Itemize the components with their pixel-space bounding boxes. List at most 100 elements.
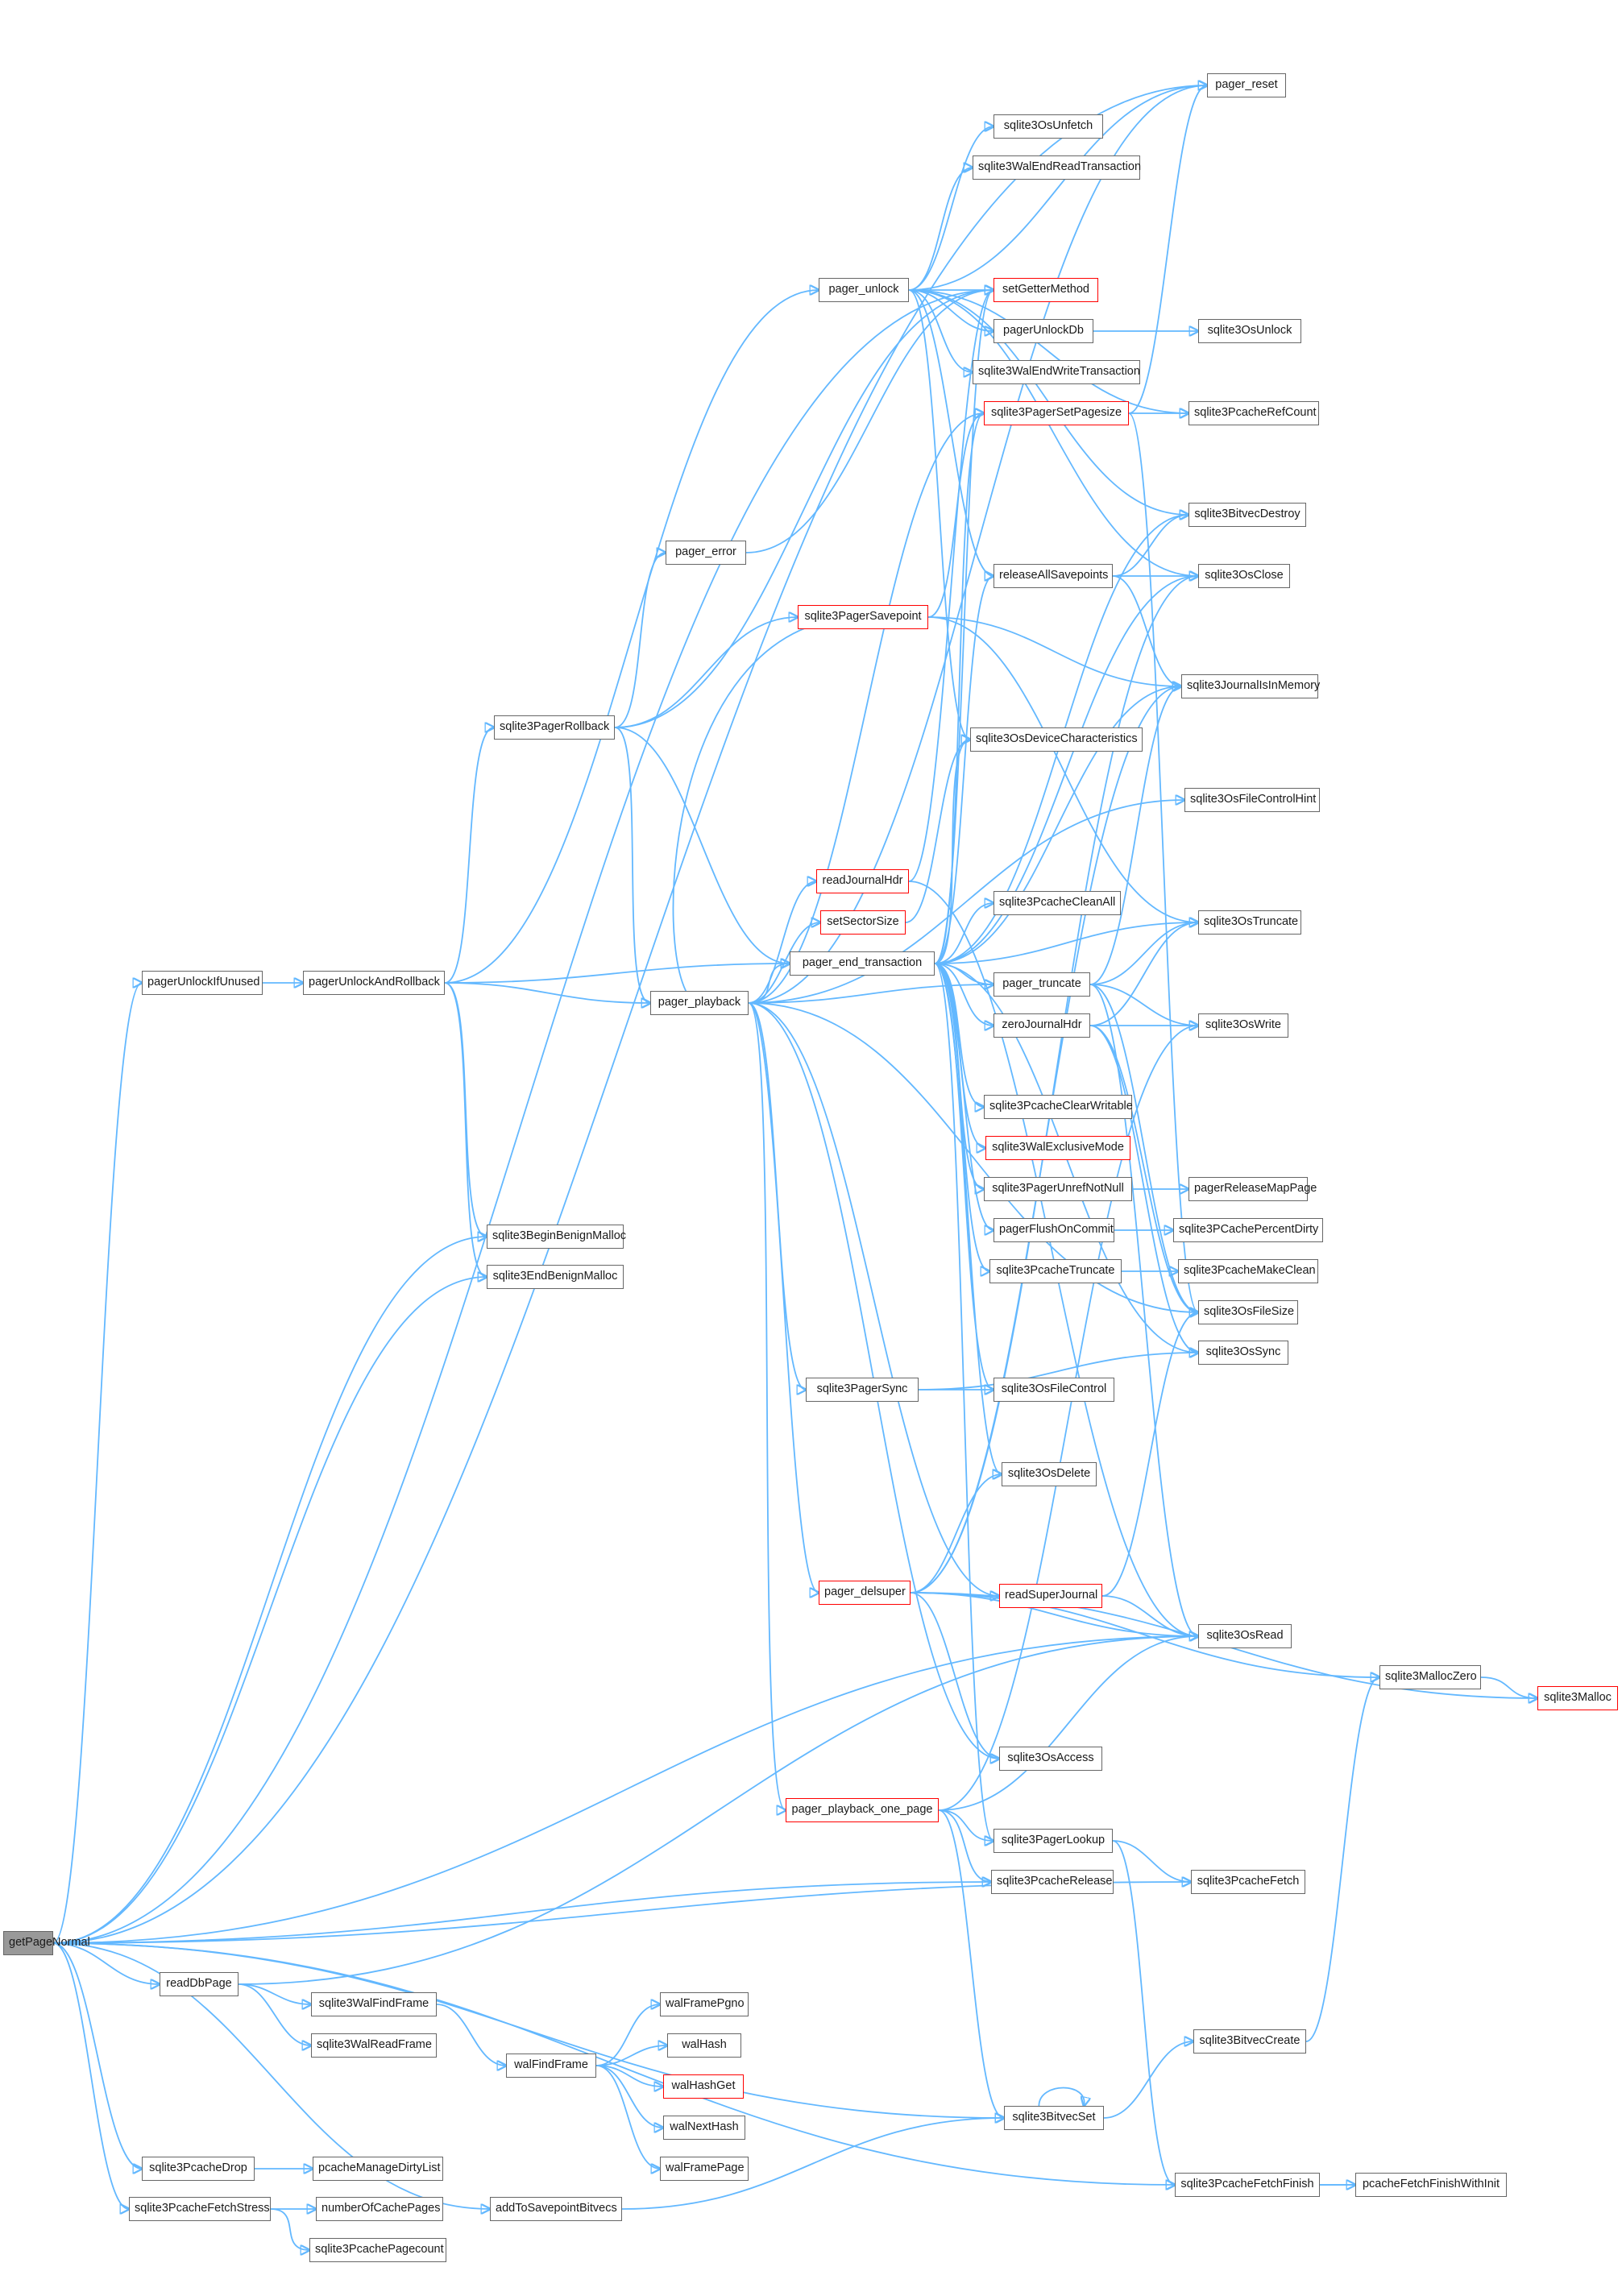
node-pager_playback_one_page[interactable]: pager_playback_one_page [786,1798,939,1822]
node-sqlite3WalExclusiveMode[interactable]: sqlite3WalExclusiveMode [985,1136,1130,1160]
node-pager_error[interactable]: pager_error [666,541,746,565]
node-sqlite3PagerUnrefNotNull[interactable]: sqlite3PagerUnrefNotNull [984,1177,1132,1201]
edge-walFindFrame-to-walFramePgno [595,2004,660,2066]
node-sqlite3PcachePagecount[interactable]: sqlite3PcachePagecount [309,2238,446,2262]
node-sqlite3PcacheMakeClean[interactable]: sqlite3PcacheMakeClean [1178,1259,1318,1283]
node-sqlite3PcacheFetchStress[interactable]: sqlite3PcacheFetchStress [129,2197,271,2221]
node-readDbPage[interactable]: readDbPage [160,1972,239,1996]
edge-pager_end_transaction-to-sqlite3OsDelete [934,963,1002,1474]
edge-readSuperJournal-to-sqlite3OsRead [1101,1595,1198,1636]
edge-readJournalHdr-to-sqlite3OsRead [908,881,1198,1636]
node-sqlite3EndBenignMalloc[interactable]: sqlite3EndBenignMalloc [487,1265,624,1289]
edge-pager_delsuper-to-sqlite3OsDelete [910,1474,1002,1594]
node-sqlite3OsFileSize[interactable]: sqlite3OsFileSize [1198,1300,1298,1324]
node-getPageNormal[interactable]: getPageNormal [3,1931,90,1955]
edge-pager_truncate-to-sqlite3OsRead [1089,984,1198,1636]
node-sqlite3PcacheCleanAll[interactable]: sqlite3PcacheCleanAll [994,891,1121,915]
node-walFramePgno[interactable]: walFramePgno [660,1992,749,2016]
node-pagerUnlockIfUnused[interactable]: pagerUnlockIfUnused [142,971,263,995]
node-sqlite3Malloc[interactable]: sqlite3Malloc [1537,1686,1618,1710]
node-sqlite3OsAccess[interactable]: sqlite3OsAccess [999,1747,1102,1771]
edge-getPageNormal-to-sqlite3EndBenignMalloc [52,1277,487,1944]
node-pager_delsuper[interactable]: pager_delsuper [819,1581,911,1605]
node-sqlite3OsFileControlHint[interactable]: sqlite3OsFileControlHint [1184,788,1320,812]
node-sqlite3PagerLookup[interactable]: sqlite3PagerLookup [994,1829,1113,1853]
edge-sqlite3PagerSavepoint-to-sqlite3JournalIsInMemory [927,616,1181,686]
node-pcacheManageDirtyList[interactable]: pcacheManageDirtyList [313,2157,443,2181]
edge-sqlite3PagerLookup-to-sqlite3PcacheFetchFinish [1112,1840,1175,2185]
node-sqlite3WalFindFrame[interactable]: sqlite3WalFindFrame [311,1992,437,2016]
edge-sqlite3BitvecSet-to-sqlite3BitvecCreate [1103,2041,1193,2119]
node-sqlite3WalEndWriteTransaction[interactable]: sqlite3WalEndWriteTransaction [973,360,1140,384]
node-walNextHash[interactable]: walNextHash [663,2116,745,2140]
edge-readDbPage-to-sqlite3WalFindFrame [238,1983,311,2004]
node-walFramePage[interactable]: walFramePage [660,2157,749,2181]
node-sqlite3OsUnlock[interactable]: sqlite3OsUnlock [1198,319,1301,343]
node-pcacheFetchFinishWithInit[interactable]: pcacheFetchFinishWithInit [1355,2173,1507,2197]
node-sqlite3BitvecSet[interactable]: sqlite3BitvecSet [1004,2106,1104,2130]
node-zeroJournalHdr[interactable]: zeroJournalHdr [994,1013,1090,1038]
node-sqlite3PagerSavepoint[interactable]: sqlite3PagerSavepoint [798,605,928,629]
node-sqlite3PcacheTruncate[interactable]: sqlite3PcacheTruncate [989,1259,1122,1283]
node-sqlite3OsDeviceCharacteristics[interactable]: sqlite3OsDeviceCharacteristics [970,727,1143,752]
node-sqlite3PcacheClearWritable[interactable]: sqlite3PcacheClearWritable [984,1095,1133,1119]
node-sqlite3OsFileControl[interactable]: sqlite3OsFileControl [994,1378,1114,1402]
edge-releaseAllSavepoints-to-sqlite3JournalIsInMemory [1112,575,1181,686]
node-sqlite3PcacheRefCount[interactable]: sqlite3PcacheRefCount [1188,401,1319,425]
node-sqlite3OsWrite[interactable]: sqlite3OsWrite [1198,1013,1288,1038]
edge-sqlite3BitvecSet-to-sqlite3BitvecSet [1038,2087,1084,2107]
node-sqlite3BeginBenignMalloc[interactable]: sqlite3BeginBenignMalloc [487,1225,626,1249]
node-walFindFrame[interactable]: walFindFrame [506,2054,596,2078]
node-sqlite3JournalIsInMemory[interactable]: sqlite3JournalIsInMemory [1181,674,1320,698]
node-setSectorSize[interactable]: setSectorSize [820,910,906,935]
node-setGetterMethod[interactable]: setGetterMethod [994,278,1098,302]
node-pagerUnlockAndRollback[interactable]: pagerUnlockAndRollback [303,971,445,995]
node-pagerUnlockDb[interactable]: pagerUnlockDb [994,319,1093,343]
node-pager_reset[interactable]: pager_reset [1207,73,1286,97]
node-pager_unlock[interactable]: pager_unlock [819,278,909,302]
node-walHashGet[interactable]: walHashGet [663,2074,744,2099]
node-sqlite3OsUnfetch[interactable]: sqlite3OsUnfetch [994,114,1103,139]
node-sqlite3OsClose[interactable]: sqlite3OsClose [1198,564,1290,588]
node-sqlite3MallocZero[interactable]: sqlite3MallocZero [1379,1665,1481,1689]
node-sqlite3BitvecDestroy[interactable]: sqlite3BitvecDestroy [1188,503,1306,527]
node-sqlite3PcacheFetchFinish[interactable]: sqlite3PcacheFetchFinish [1175,2173,1320,2197]
node-pagerReleaseMapPage[interactable]: pagerReleaseMapPage [1188,1177,1317,1201]
node-sqlite3PcacheFetch[interactable]: sqlite3PcacheFetch [1191,1870,1305,1894]
edge-sqlite3PagerSavepoint-to-pager_playback [672,616,864,1003]
edge-zeroJournalHdr-to-sqlite3OsFileSize [1089,1025,1198,1312]
edge-pager_delsuper-to-sqlite3MallocZero [910,1592,1379,1677]
node-sqlite3PagerSetPagesize[interactable]: sqlite3PagerSetPagesize [984,401,1129,425]
edge-pager_playback_one_page-to-sqlite3OsRead [938,1636,1198,1811]
node-pager_playback[interactable]: pager_playback [650,991,749,1015]
node-sqlite3PCachePercentDirty[interactable]: sqlite3PCachePercentDirty [1173,1218,1323,1242]
edge-pager_unlock-to-sqlite3WalEndWriteTransaction [908,289,973,372]
node-numberOfCachePages[interactable]: numberOfCachePages [316,2197,443,2221]
edge-sqlite3PagerSavepoint-to-sqlite3OsTruncate [927,616,1198,922]
node-pagerFlushOnCommit[interactable]: pagerFlushOnCommit [994,1218,1114,1242]
node-sqlite3PagerRollback[interactable]: sqlite3PagerRollback [494,715,615,740]
node-sqlite3OsDelete[interactable]: sqlite3OsDelete [1002,1462,1097,1486]
edge-pager_unlock-to-sqlite3OsDeviceCharacteristics [908,289,970,740]
node-readSuperJournal[interactable]: readSuperJournal [999,1584,1102,1608]
node-sqlite3OsRead[interactable]: sqlite3OsRead [1198,1624,1292,1648]
node-sqlite3OsTruncate[interactable]: sqlite3OsTruncate [1198,910,1301,935]
node-sqlite3WalEndReadTransaction[interactable]: sqlite3WalEndReadTransaction [973,155,1141,180]
edge-pager_playback-to-pager_reset [748,85,1207,1004]
edge-pagerUnlockAndRollback-to-pager_playback [444,982,650,1003]
node-releaseAllSavepoints[interactable]: releaseAllSavepoints [994,564,1113,588]
edge-getPageNormal-to-sqlite3PcacheFetchFinish [52,1942,1175,2185]
node-sqlite3WalReadFrame[interactable]: sqlite3WalReadFrame [311,2033,437,2058]
node-sqlite3PcacheDrop[interactable]: sqlite3PcacheDrop [142,2157,255,2181]
node-addToSavepointBitvecs[interactable]: addToSavepointBitvecs [490,2197,622,2221]
node-sqlite3PagerSync[interactable]: sqlite3PagerSync [806,1378,919,1402]
node-sqlite3PcacheRelease[interactable]: sqlite3PcacheRelease [991,1870,1114,1894]
edge-readJournalHdr-to-setGetterMethod [908,290,994,882]
node-sqlite3OsSync[interactable]: sqlite3OsSync [1198,1341,1288,1365]
edge-pager_end_transaction-to-sqlite3OsClose [934,576,1198,964]
node-pager_end_transaction[interactable]: pager_end_transaction [790,951,935,976]
node-sqlite3BitvecCreate[interactable]: sqlite3BitvecCreate [1193,2029,1306,2054]
node-readJournalHdr[interactable]: readJournalHdr [816,869,909,893]
node-pager_truncate[interactable]: pager_truncate [994,972,1090,997]
node-walHash[interactable]: walHash [667,2033,741,2058]
